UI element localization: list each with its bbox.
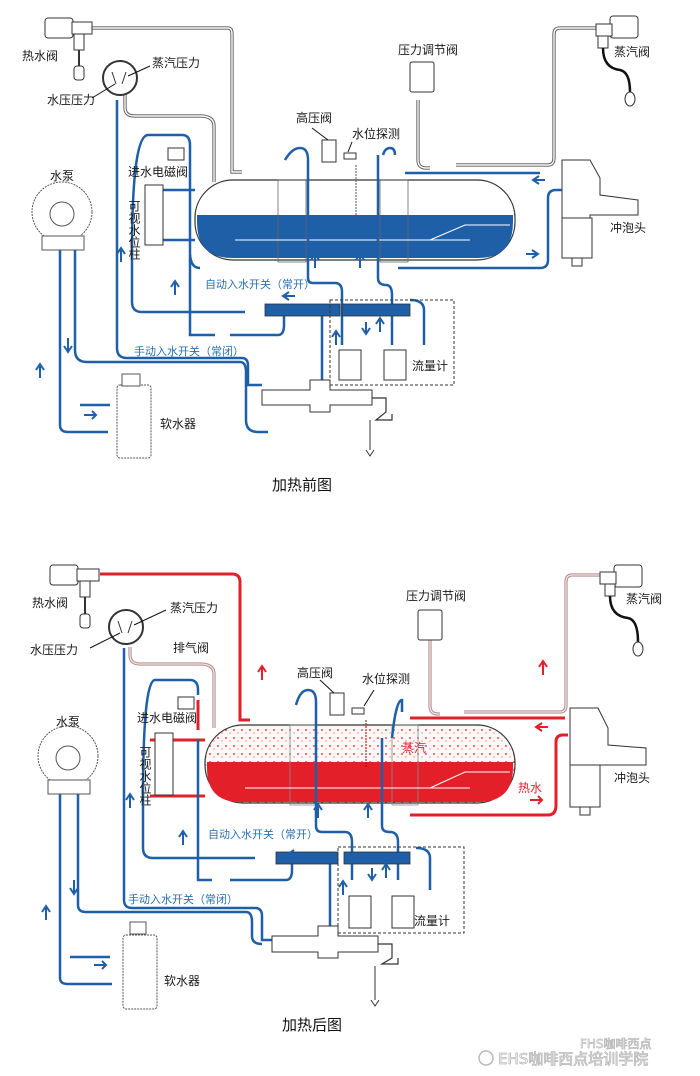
flow-arrows: [35, 175, 545, 420]
label-sight-glass-bottom: 可视水位柱: [138, 746, 152, 807]
water-softener-bottom: [122, 921, 158, 1010]
label-manual-fill-switch: 手动入水开关（常闭）: [134, 344, 244, 358]
pressure-gauge-bottom: [108, 609, 144, 645]
water-level-probe-body-bottom: [351, 707, 365, 715]
caption-before-heating: 加热前图: [272, 476, 332, 494]
hot-flow-arrows: [257, 659, 548, 805]
brew-head: [561, 159, 639, 267]
hot-water-pipes: [100, 572, 568, 817]
flow-meter-1-bottom: [348, 895, 372, 929]
water-pump-bottom: [37, 725, 99, 795]
water-softener: [116, 373, 152, 459]
pressure-regulator-body-bottom: [417, 609, 443, 641]
boiler-tank-heated: [204, 724, 516, 806]
label-auto-fill-switch: 自动入水开关（常开）: [205, 277, 315, 291]
brew-head-bottom: [569, 707, 647, 816]
watermark: FHS咖啡西点 EHS咖啡西点培训学院: [478, 1036, 652, 1068]
pressure-gauge: [102, 60, 138, 96]
pump-valve-assembly: [261, 379, 373, 413]
label-hot-water: 热水: [518, 781, 542, 795]
cold-water-pipes-bottom: [58, 648, 432, 986]
label-exhaust-valve: 排气阀: [173, 640, 209, 655]
label-flow-meter: 流量计: [412, 359, 448, 373]
label-water-pressure: 水压压力: [47, 93, 95, 107]
hot-water-valve: [44, 17, 93, 81]
flow-meter-2: [383, 349, 407, 381]
label-hot-water-valve: 热水阀: [22, 49, 58, 63]
label-water-level-probe-bottom: 水位探测: [362, 671, 410, 686]
flow-meter-1: [338, 349, 362, 381]
label-high-pressure-valve: 高压阀: [296, 110, 332, 125]
pump-valve-assembly-bottom: [271, 925, 379, 959]
flow-meter-box-bottom: [337, 846, 465, 934]
hot-water-fill: [207, 762, 513, 802]
flow-meter-2-bottom: [391, 895, 415, 929]
water-level-probe-body: [343, 152, 357, 160]
distributor-block-right: [341, 303, 411, 317]
label-manual-fill-switch-bottom: 手动入水开关（常闭）: [128, 892, 238, 906]
label-pressure-regulator-bottom: 压力调节阀: [406, 589, 466, 603]
hot-water-valve-bottom: [49, 564, 100, 629]
watermark-line-2: EHS咖啡西点培训学院: [498, 1050, 648, 1068]
cold-flow-arrows: [41, 792, 391, 970]
label-water-level-probe: 水位探测: [352, 126, 400, 141]
label-pressure-regulator: 压力调节阀: [398, 43, 458, 57]
high-pressure-valve-body: [321, 139, 337, 163]
inlet-solenoid-body-bottom: [177, 696, 195, 710]
label-water-softener-bottom: 软水器: [164, 974, 200, 988]
sight-glass: [144, 184, 164, 246]
water-pump: [31, 181, 93, 251]
label-steam-pressure-bottom: 蒸汽压力: [170, 600, 218, 615]
label-high-pressure-valve-bottom: 高压阀: [297, 665, 333, 680]
label-flow-meter-bottom: 流量计: [414, 914, 450, 928]
label-auto-fill-switch-bottom: 自动入水开关（常开）: [208, 827, 318, 841]
label-water-pump-bottom: 水泵: [56, 715, 80, 729]
high-pressure-valve-body-bottom: [329, 692, 345, 716]
pressure-regulator-body: [409, 61, 435, 93]
after-heating-diagram: 热水阀 蒸汽压力 水压压力 排气阀 高压阀 水位探测 压力调节阀 蒸汽阀 水泵 …: [30, 564, 662, 1034]
distributor-block-left: [264, 303, 341, 317]
label-water-pump: 水泵: [50, 169, 74, 183]
leader-lines: [91, 65, 353, 153]
label-brew-head-bottom: 冲泡头: [614, 770, 650, 785]
label-water-pressure-bottom: 水压压力: [30, 643, 78, 657]
label-steam-valve-bottom: 蒸汽阀: [626, 591, 662, 606]
before-heating-diagram: 热水阀 蒸汽压力 水压压力 高压阀 水位探测 压力调节阀 蒸汽阀 水泵 进水电磁…: [22, 15, 650, 494]
steam-valve: [595, 15, 639, 107]
inlet-solenoid-body: [167, 147, 185, 161]
label-steam: 蒸汽: [402, 740, 426, 755]
label-brew-head: 冲泡头: [610, 220, 646, 235]
caption-after-heating: 加热后图: [282, 1016, 342, 1034]
water-fill: [197, 215, 513, 258]
distributor-block-right-bottom: [343, 851, 411, 865]
sight-glass-bottom: [154, 732, 174, 796]
flow-meter-box: [329, 299, 455, 386]
steam-valve-bottom: [599, 564, 644, 657]
label-water-softener: 软水器: [160, 417, 196, 431]
label-inlet-solenoid: 进水电磁阀: [128, 164, 188, 179]
label-inlet-solenoid-bottom: 进水电磁阀: [137, 710, 197, 725]
label-sight-glass: 可视水位柱: [127, 200, 141, 261]
leader-lines-bottom: [89, 609, 375, 707]
label-steam-pressure: 蒸汽压力: [152, 55, 200, 70]
label-hot-water-valve-bottom: 热水阀: [32, 596, 68, 610]
boiler-tank: [194, 179, 516, 263]
watermark-line-1: FHS咖啡西点: [580, 1036, 652, 1051]
weibo-icon: [478, 1050, 494, 1066]
distributor-block-left-bottom: [275, 851, 339, 865]
label-steam-valve: 蒸汽阀: [614, 44, 650, 59]
